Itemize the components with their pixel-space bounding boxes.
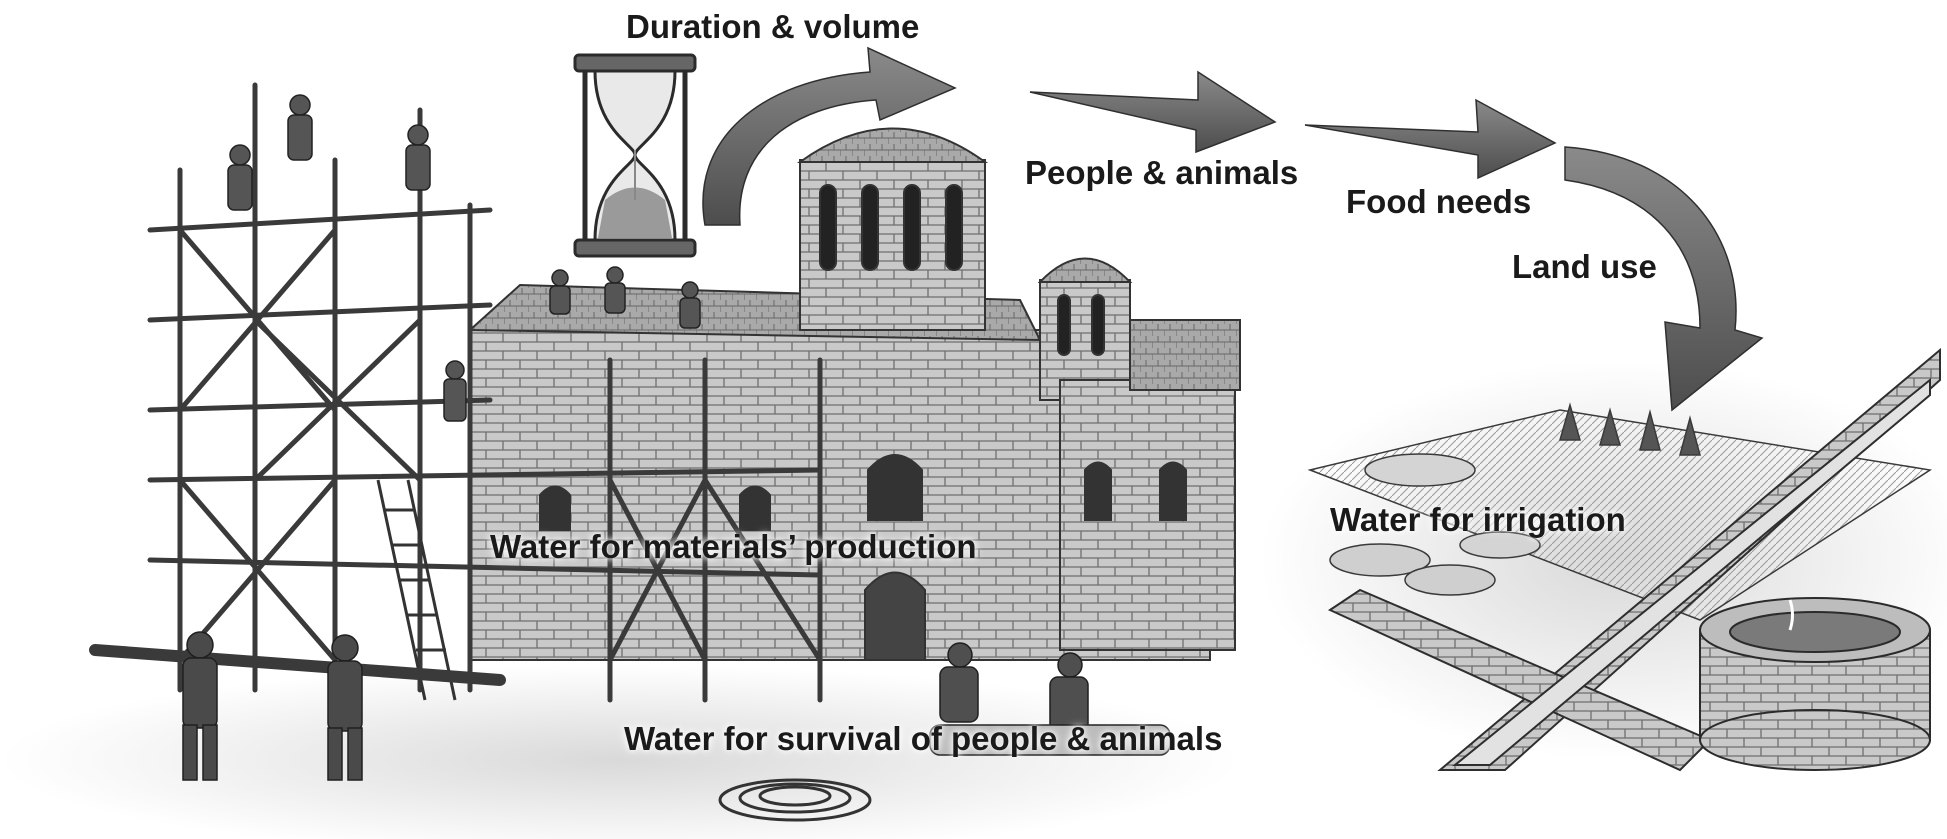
hourglass-icon	[575, 55, 695, 256]
label-food-needs: Food needs	[1346, 185, 1531, 218]
stone-well	[1700, 598, 1930, 770]
label-duration-volume: Duration & volume	[626, 10, 919, 43]
label-land-use: Land use	[1512, 250, 1657, 283]
label-water-survival: Water for survival of people & animals	[624, 722, 1222, 755]
arrow-icon	[1030, 72, 1275, 152]
label-people-animals: People & animals	[1025, 156, 1298, 189]
label-water-irrigation: Water for irrigation	[1330, 503, 1626, 536]
arrow-icon	[1305, 100, 1555, 178]
label-water-materials: Water for materials’ production	[490, 530, 977, 563]
